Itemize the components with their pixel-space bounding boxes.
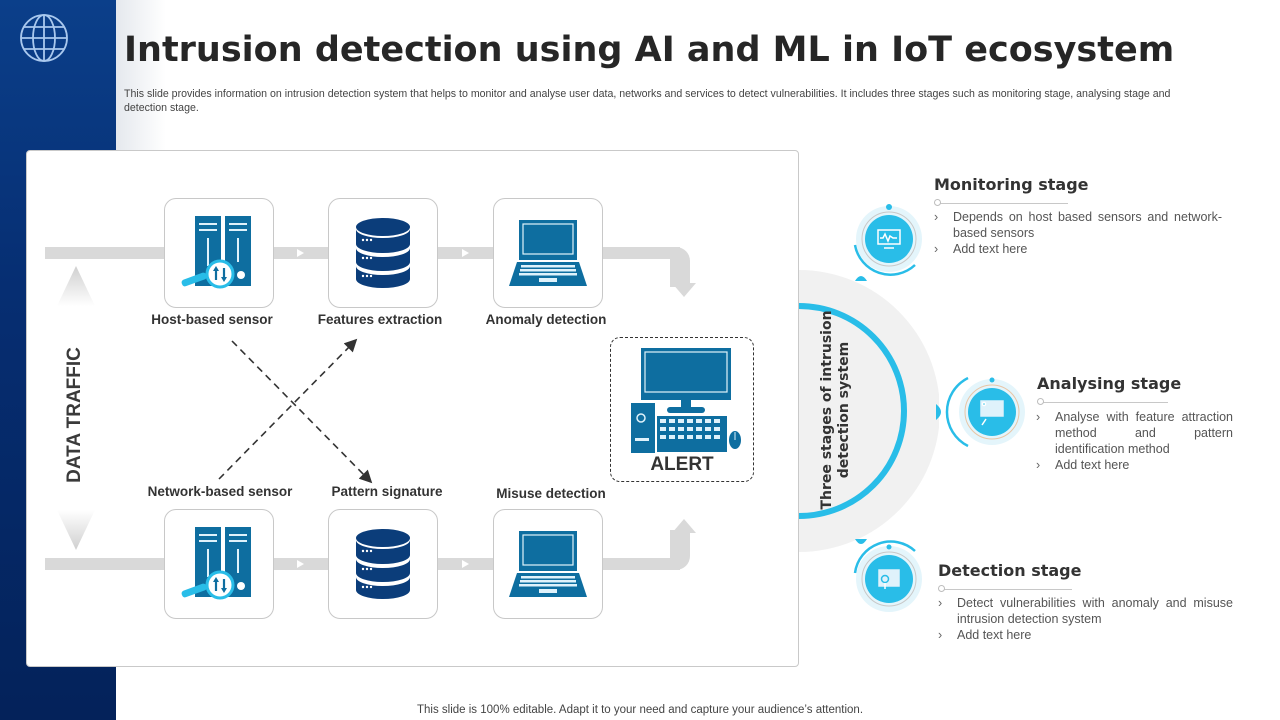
stage-title-analysing: Analysing stage: [1037, 374, 1182, 393]
server-search-icon: [181, 527, 251, 600]
bullet-item: Add text here: [934, 241, 1222, 257]
alert-label: ALERT: [650, 454, 714, 475]
arrow-down-icon: [672, 283, 696, 297]
bullet-item: Detect vulnerabilities with anomaly and …: [938, 595, 1233, 627]
chevron-up-icon: [57, 266, 95, 306]
database-icon: [356, 218, 410, 288]
hub-label-line2: detection system: [836, 341, 852, 479]
presentation-chart-icon: [980, 400, 1004, 426]
stage-bullets-detection: Detect vulnerabilities with anomaly and …: [938, 595, 1233, 643]
stage-icon-analysing: [936, 376, 1025, 448]
hub-label-line1: Three stages of intrusion: [819, 310, 835, 510]
stages-hub: [799, 270, 939, 552]
flow-arrow-icon: [462, 560, 469, 568]
flow-arrow-icon: [297, 560, 304, 568]
node-label: Host-based sensor: [151, 312, 273, 327]
globe-icon: [20, 14, 68, 62]
database-icon: [356, 529, 410, 599]
arrow-up-icon: [672, 519, 696, 533]
node-features-extraction[interactable]: [328, 198, 438, 308]
node-label: Pattern signature: [331, 484, 443, 499]
node-label: Anomaly detection: [485, 312, 607, 327]
stage-bullets-monitoring: Depends on host based sensors and networ…: [934, 209, 1222, 257]
stage-icon-monitoring: [853, 204, 922, 281]
stage-title-detection: Detection stage: [938, 561, 1082, 580]
chevron-down-icon: [57, 510, 95, 550]
node-label: Misuse detection: [496, 486, 606, 501]
stage-bullets-analysing: Analyse with feature attraction method a…: [1036, 409, 1233, 473]
page-title: Intrusion detection using AI and ML in I…: [124, 30, 1175, 70]
divider: [1041, 402, 1168, 403]
laptop-icon: [509, 220, 587, 286]
stage-icon-detection: [853, 539, 922, 612]
server-search-icon: [181, 216, 251, 289]
node-label: Network-based sensor: [147, 484, 293, 499]
laptop-icon: [509, 531, 587, 597]
node-pattern-signature[interactable]: [328, 509, 438, 619]
node-host-based-sensor[interactable]: [164, 198, 274, 308]
divider: [938, 203, 1068, 204]
desktop-computer-icon: [631, 348, 741, 453]
divider: [942, 589, 1072, 590]
bullet-item: Add text here: [938, 627, 1233, 643]
node-label: Features extraction: [317, 312, 443, 327]
node-network-based-sensor[interactable]: [164, 509, 274, 619]
divider-dot: [934, 199, 941, 206]
bullet-item: Analyse with feature attraction method a…: [1036, 409, 1233, 457]
alert-box[interactable]: ALERT: [610, 337, 754, 482]
node-misuse-detection[interactable]: [493, 509, 603, 619]
flow-arrow-icon: [297, 249, 304, 257]
bullet-item: Depends on host based sensors and networ…: [934, 209, 1222, 241]
bullet-item: Add text here: [1036, 457, 1233, 473]
flow-track-top-bend: [670, 247, 690, 287]
footer-note: This slide is 100% editable. Adapt it to…: [416, 704, 864, 716]
dashed-arrow-host-to-pattern: [231, 340, 373, 484]
node-anomaly-detection[interactable]: [493, 198, 603, 308]
divider-dot: [1037, 398, 1044, 405]
flow-arrow-icon: [462, 249, 469, 257]
dashed-arrow-network-to-features: [218, 338, 358, 480]
flow-track-bottom-bend: [670, 530, 690, 570]
page-subtitle: This slide provides information on intru…: [124, 88, 1171, 114]
hub-label: Three stages of intrusion detection syst…: [819, 310, 853, 509]
divider-dot: [938, 585, 945, 592]
stage-title-monitoring: Monitoring stage: [934, 175, 1089, 194]
report-search-icon: [878, 569, 900, 589]
monitor-pulse-icon: [877, 229, 901, 249]
